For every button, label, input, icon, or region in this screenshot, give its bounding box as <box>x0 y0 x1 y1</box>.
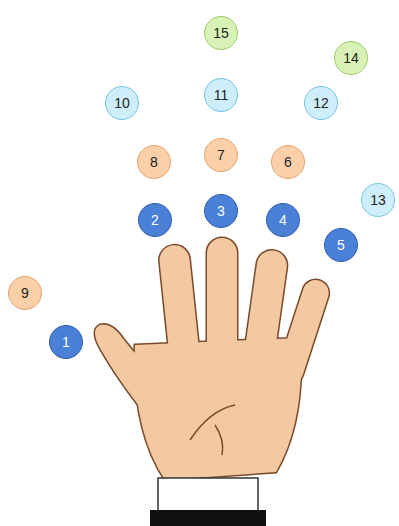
callout-number: 13 <box>370 193 386 207</box>
number-circle: 2 <box>138 203 172 237</box>
hand-skin <box>95 238 332 480</box>
number-circle: 14 <box>334 41 368 75</box>
callout-number: 10 <box>114 96 130 110</box>
number-circle: 8 <box>137 145 171 179</box>
number-circle: 3 <box>204 194 238 228</box>
callout-number: 9 <box>21 286 29 300</box>
shirt-cuff <box>158 478 258 512</box>
number-circle: 1 <box>49 325 83 359</box>
callout-number: 5 <box>337 238 345 252</box>
hand-outline <box>95 238 332 480</box>
callout-number: 12 <box>313 96 329 110</box>
number-circle: 4 <box>266 203 300 237</box>
callout-number: 11 <box>214 88 229 102</box>
callout-number: 6 <box>284 155 292 169</box>
callout-number: 4 <box>279 213 287 227</box>
callout-number: 3 <box>217 204 225 218</box>
number-circle: 13 <box>361 183 395 217</box>
number-circle: 5 <box>324 228 358 262</box>
callout-number: 14 <box>343 51 359 65</box>
number-circle: 10 <box>105 86 139 120</box>
number-circle: 7 <box>204 138 238 172</box>
number-circle: 12 <box>304 86 338 120</box>
number-circle: 6 <box>271 145 305 179</box>
callout-number: 7 <box>217 148 225 162</box>
sleeve <box>150 510 266 526</box>
callout-number: 1 <box>62 335 70 349</box>
callout-number: 15 <box>213 26 229 40</box>
number-circle: 15 <box>204 16 238 50</box>
callout-number: 8 <box>150 155 158 169</box>
callout-number: 2 <box>151 213 159 227</box>
number-circle: 9 <box>8 276 42 310</box>
number-circle: 11 <box>204 78 238 112</box>
palm-crease <box>190 405 235 455</box>
